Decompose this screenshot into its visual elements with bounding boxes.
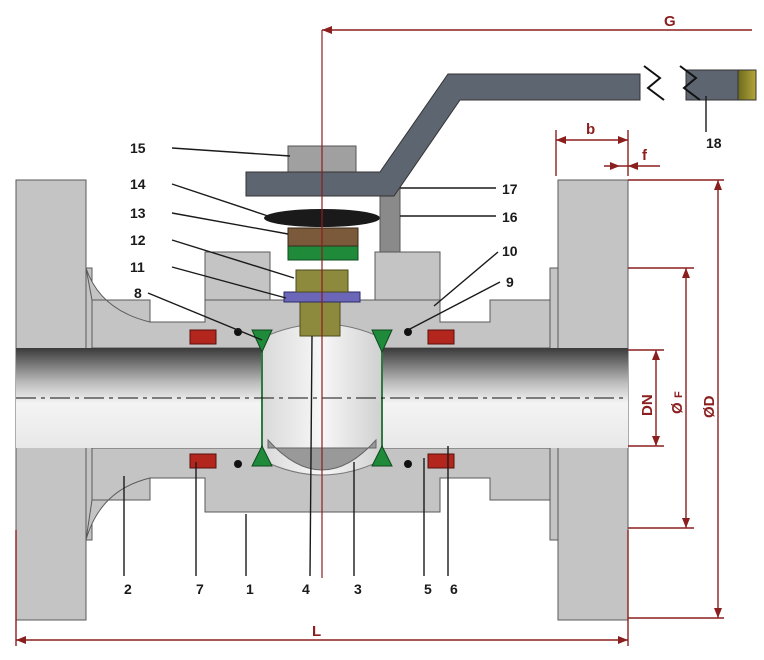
seats bbox=[251, 329, 393, 467]
part-label-17: 17 bbox=[502, 181, 518, 197]
part-label-15: 15 bbox=[130, 140, 146, 156]
part-label-7: 7 bbox=[196, 581, 204, 597]
dimension-b: b bbox=[555, 121, 629, 176]
part-callouts: 15 14 13 12 11 8 17 16 10 9 18 2 7 bbox=[123, 96, 722, 597]
part-label-4: 4 bbox=[302, 581, 310, 597]
part-label-5: 5 bbox=[424, 581, 432, 597]
part-label-9: 9 bbox=[506, 274, 514, 290]
dimension-DN: DN bbox=[628, 349, 664, 447]
part-label-12: 12 bbox=[130, 232, 146, 248]
part-label-18: 18 bbox=[706, 135, 722, 151]
part-label-10: 10 bbox=[502, 243, 518, 259]
part-label-14: 14 bbox=[130, 176, 146, 192]
part-label-2: 2 bbox=[124, 581, 132, 597]
dim-label-F-symbol: Ø bbox=[669, 402, 686, 414]
part-label-8: 8 bbox=[134, 285, 142, 301]
part-label-16: 16 bbox=[502, 209, 518, 225]
dimension-f: f bbox=[604, 147, 660, 170]
dim-label-DN: DN bbox=[639, 394, 656, 416]
dimension-F: Ø F bbox=[628, 267, 694, 529]
dimension-L: L bbox=[15, 530, 629, 646]
dimension-G: G bbox=[322, 13, 752, 34]
dim-label-D: ØD bbox=[701, 395, 718, 418]
dimension-D: ØD bbox=[628, 179, 724, 619]
handle bbox=[245, 65, 757, 197]
part-label-3: 3 bbox=[354, 581, 362, 597]
dim-label-b: b bbox=[586, 121, 595, 138]
part-label-13: 13 bbox=[130, 205, 146, 221]
dim-label-F-sub: F bbox=[673, 391, 685, 398]
dim-label-L: L bbox=[312, 623, 321, 640]
part-label-6: 6 bbox=[450, 581, 458, 597]
part-label-11: 11 bbox=[130, 259, 145, 275]
part-label-1: 1 bbox=[246, 581, 254, 597]
dim-label-f: f bbox=[642, 147, 648, 164]
dim-label-G: G bbox=[664, 13, 676, 30]
